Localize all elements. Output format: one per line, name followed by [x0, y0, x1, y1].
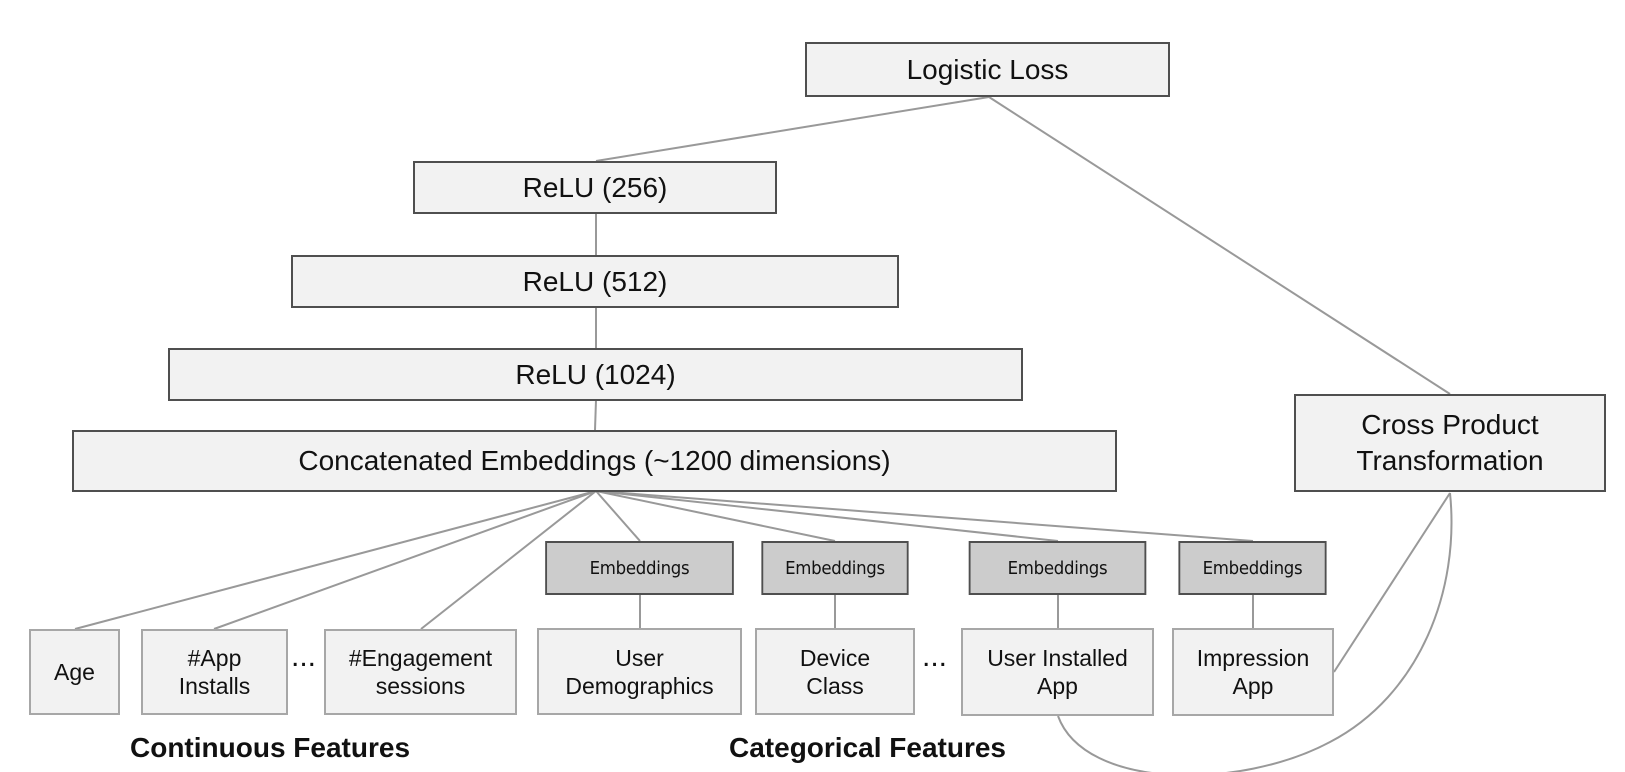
- feature-engagement-sessions: #Engagement sessions: [324, 629, 517, 715]
- relu-512-node: ReLU (512): [291, 255, 899, 308]
- embeddings-impression-app: Embeddings: [1178, 541, 1327, 595]
- continuous-ellipsis: ...: [291, 640, 317, 673]
- edge-emb1-concat: [595, 490, 641, 542]
- feature-device-class: Device Class: [755, 628, 915, 715]
- feature-engagement-sessions-label: #Engagement sessions: [348, 645, 493, 699]
- feature-user-installed-app-label: User Installed App: [987, 645, 1128, 699]
- feature-app-installs: #App Installs: [141, 629, 288, 715]
- edge-emb2-concat: [595, 490, 836, 542]
- embeddings-device-class: Embeddings: [761, 541, 909, 595]
- feature-user-demographics-label: User Demographics: [565, 644, 714, 699]
- concatenated-embeddings-node: Concatenated Embeddings (~1200 dimension…: [72, 430, 1117, 492]
- edge-impression-cross: [1333, 492, 1451, 673]
- edge-age-concat: [74, 490, 597, 630]
- edge-cross-loss: [988, 96, 1451, 395]
- feature-impression-app-label: Impression App: [1196, 645, 1310, 699]
- cross-product-label: Cross Product Transformation: [1356, 409, 1544, 476]
- categorical-features-label: Categorical Features: [729, 732, 1006, 763]
- edge-relu256-loss: [595, 96, 990, 162]
- edge-installed-cross: [1057, 492, 1453, 772]
- categorical-ellipsis: ...: [922, 640, 948, 673]
- feature-app-installs-label: #App Installs: [178, 645, 251, 699]
- logistic-loss-node: Logistic Loss: [805, 42, 1170, 97]
- cross-product-transformation-node: Cross Product Transformation: [1294, 394, 1606, 492]
- relu-1024-node: ReLU (1024): [168, 348, 1023, 401]
- edge-appinstalls-concat: [213, 490, 597, 630]
- embeddings-user-installed-app: Embeddings: [968, 541, 1147, 595]
- edge-concat-relu1024: [594, 399, 597, 431]
- edge-emb3-concat: [595, 490, 1059, 542]
- feature-device-class-label: Device Class: [799, 644, 871, 699]
- relu-256-node: ReLU (256): [413, 161, 777, 214]
- feature-user-installed-app: User Installed App: [961, 628, 1154, 716]
- feature-age-label: Age: [54, 659, 95, 685]
- edge-emb4-concat: [595, 490, 1254, 542]
- continuous-features-label: Continuous Features: [130, 732, 411, 763]
- feature-user-demographics: User Demographics: [537, 628, 742, 715]
- embeddings-demographics: Embeddings: [545, 541, 734, 595]
- feature-impression-app: Impression App: [1172, 628, 1334, 716]
- edge-engagement-concat: [420, 490, 597, 630]
- feature-age: Age: [29, 629, 120, 715]
